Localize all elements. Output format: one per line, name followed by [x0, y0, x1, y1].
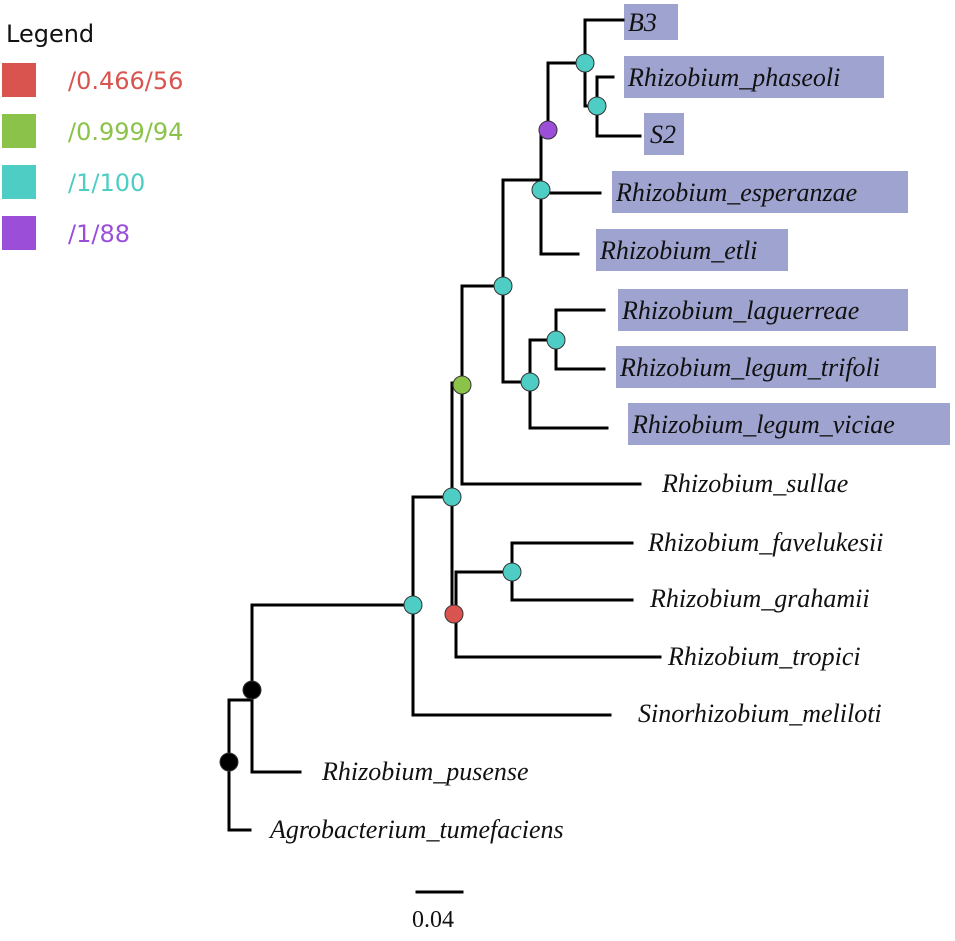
- node-503: [493, 276, 513, 296]
- branch-main-node: [411, 495, 612, 717]
- legend-swatch-3: [2, 216, 36, 250]
- tip-label: B3: [628, 8, 657, 37]
- node-etli: [531, 180, 551, 200]
- highlight-rhizobium-phaseoli: [624, 56, 884, 98]
- tip-label: Rhizobium_legum_viciae: [631, 410, 895, 439]
- tip-label: Rhizobium_esperanzae: [615, 178, 857, 207]
- legend-label-2: /1/100: [68, 169, 145, 197]
- legend: Legend /0.466/56 /0.999/94 /1/100 /1/88: [2, 20, 183, 250]
- tip-label: Rhizobium_legum_trifoli: [619, 353, 880, 382]
- highlight-rhizobium-etli: [596, 229, 788, 271]
- tip-label: Sinorhizobium_meliloti: [638, 699, 882, 728]
- node-sullae: [452, 375, 472, 395]
- node-pusense: [242, 680, 262, 700]
- node-phaseoli-s2: [587, 96, 607, 116]
- tip-label: Agrobacterium_tumefaciens: [268, 815, 564, 844]
- highlight-b3: [624, 4, 678, 40]
- highlight-rhizobium-esperanzae: [612, 171, 908, 213]
- legend-label-0: /0.466/56: [68, 67, 183, 95]
- node-legum: [520, 372, 540, 392]
- node-phaseoli-stem: [538, 120, 558, 140]
- branch-legum-clade: [528, 338, 609, 430]
- branch-tropici-clade: [454, 570, 662, 659]
- node-tropici: [444, 604, 464, 624]
- tip-label: Rhizobium_laguerreae: [621, 296, 859, 325]
- node-452: [442, 487, 462, 507]
- node-laguerreae: [546, 330, 566, 350]
- tip-label: Rhizobium_sullae: [661, 469, 848, 498]
- branch-favelukesii-grahamii: [510, 541, 634, 602]
- tip-labels: B3 Rhizobium_phaseoli S2 Rhizobium_esper…: [268, 8, 895, 844]
- legend-swatch-1: [2, 114, 36, 148]
- node-b3: [575, 53, 595, 73]
- highlight-rhizobium-legum-viciae: [628, 403, 950, 445]
- branch-pusense-node: [250, 603, 415, 774]
- highlight-rhizobium-legum-trifoli: [616, 346, 936, 388]
- legend-swatch-2: [2, 165, 36, 199]
- legend-label-1: /0.999/94: [68, 118, 183, 146]
- scale-bar-label: 0.04: [412, 907, 454, 933]
- tip-label: Rhizobium_phaseoli: [627, 63, 840, 92]
- node-favelukesii: [502, 562, 522, 582]
- support-nodes: [219, 53, 607, 772]
- tip-label: Rhizobium_pusense: [321, 757, 529, 786]
- legend-label-3: /1/88: [68, 220, 130, 248]
- legend-swatch-0: [2, 63, 36, 97]
- highlight-s2: [644, 113, 684, 155]
- tip-label: Rhizobium_favelukesii: [647, 528, 883, 557]
- tip-label: Rhizobium_etli: [599, 236, 757, 265]
- tip-label: Rhizobium_tropici: [667, 642, 861, 671]
- legend-title: Legend: [6, 20, 94, 48]
- node-root: [219, 752, 239, 772]
- tip-label: S2: [650, 120, 676, 149]
- branch-sullae-node: [460, 284, 642, 486]
- highlight-rhizobium-laguerreae: [618, 289, 908, 331]
- node-main: [403, 595, 423, 615]
- branch-phaseoli-stem: [546, 61, 587, 132]
- tip-label: Rhizobium_grahamii: [649, 584, 870, 613]
- tip-highlights: [596, 4, 950, 445]
